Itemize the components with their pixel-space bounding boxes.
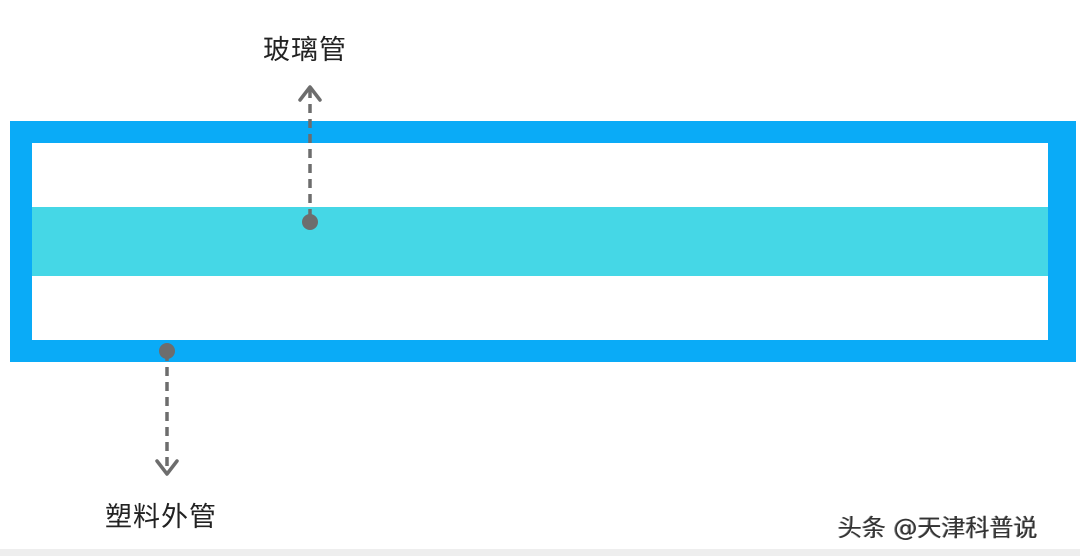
bottom-strip (0, 549, 1080, 556)
glass-tube (32, 207, 1048, 276)
arrow-down-icon (155, 459, 179, 476)
watermark: 头条 @天津科普说 (838, 514, 1038, 542)
outer-tube-pointer (155, 343, 179, 476)
glass-tube-dot-icon (302, 214, 318, 230)
glass-tube-label: 玻璃管 (263, 35, 347, 66)
plastic-outer-tube-label: 塑料外管 (105, 502, 217, 533)
arrow-up-icon (298, 85, 322, 102)
outer-tube-dot-icon (159, 343, 175, 359)
glass-tube-pointer (298, 85, 322, 230)
